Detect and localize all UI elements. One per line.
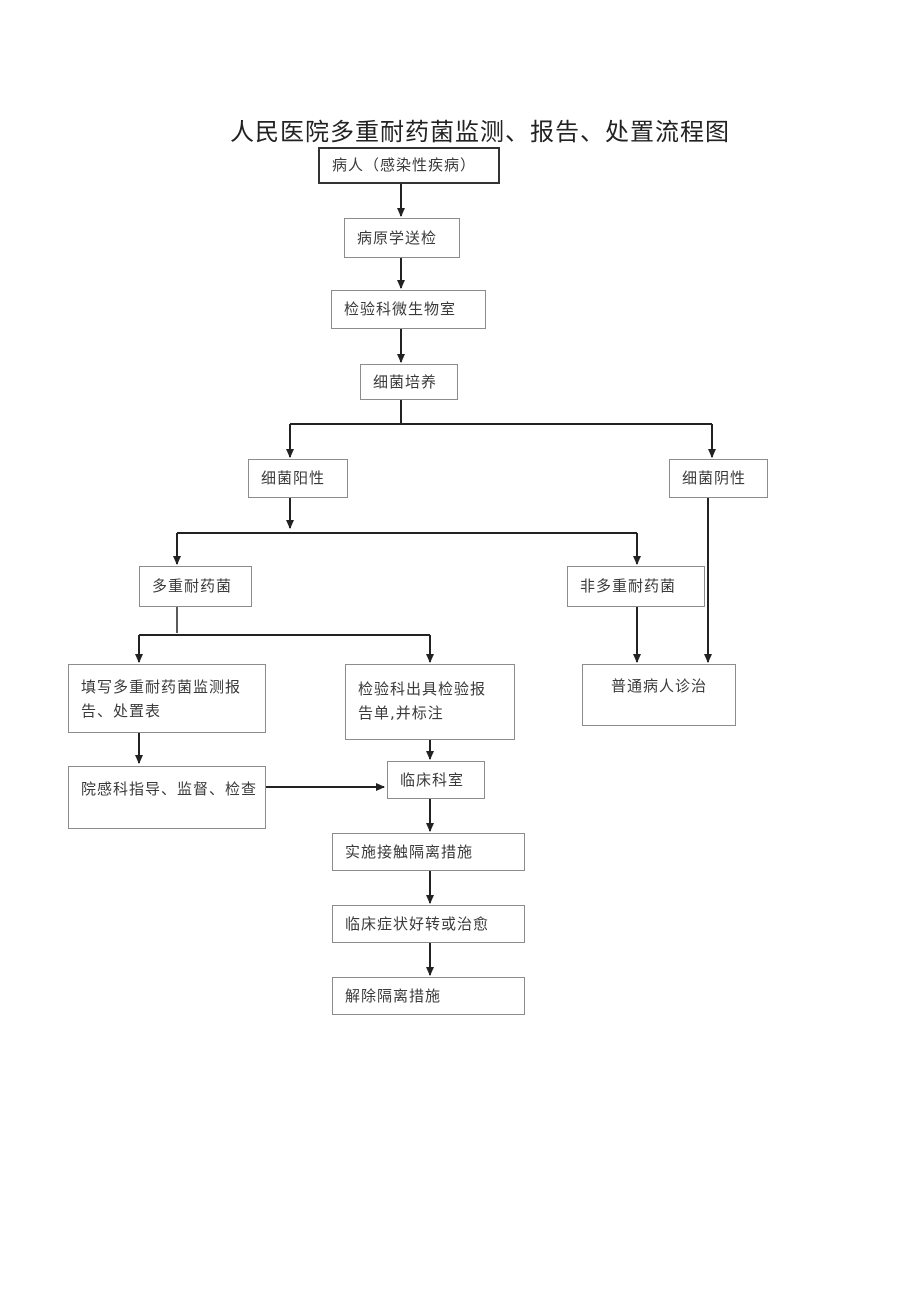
node-positive: 细菌阳性 xyxy=(248,459,348,498)
page-title: 人民医院多重耐药菌监测、报告、处置流程图 xyxy=(230,118,730,146)
node-microlab: 检验科微生物室 xyxy=(331,290,486,329)
node-non-mdro: 非多重耐药菌 xyxy=(567,566,705,607)
node-normal-treatment-label: 普通病人诊治 xyxy=(610,677,707,695)
node-lab-report-line2: 告单,并标注 xyxy=(358,704,444,722)
node-release-label: 解除隔离措施 xyxy=(345,987,442,1005)
node-release: 解除隔离措施 xyxy=(332,977,525,1015)
node-lab-report: 检验科出具检验报 告单,并标注 xyxy=(345,664,515,740)
node-non-mdro-label: 非多重耐药菌 xyxy=(580,577,677,595)
node-improvement: 临床症状好转或治愈 xyxy=(332,905,525,943)
node-report-form: 填写多重耐药菌监测报 告、处置表 xyxy=(68,664,266,733)
node-lab-report-line1: 检验科出具检验报 xyxy=(358,680,487,698)
node-patient: 病人（感染性疾病） xyxy=(318,147,500,184)
node-mdro-label: 多重耐药菌 xyxy=(152,577,233,595)
node-specimen: 病原学送检 xyxy=(344,218,460,258)
node-isolation-label: 实施接触隔离措施 xyxy=(345,843,474,861)
node-patient-label: 病人（感染性疾病） xyxy=(332,156,477,174)
node-specimen-label: 病原学送检 xyxy=(357,229,438,247)
node-culture: 细菌培养 xyxy=(360,364,458,400)
node-culture-label: 细菌培养 xyxy=(373,373,438,391)
node-microlab-label: 检验科微生物室 xyxy=(344,300,457,318)
node-positive-label: 细菌阳性 xyxy=(261,469,326,487)
node-improvement-label: 临床症状好转或治愈 xyxy=(345,915,490,933)
node-normal-treatment: 普通病人诊治 xyxy=(582,664,736,726)
node-negative: 细菌阴性 xyxy=(669,459,768,498)
node-clinical-dept-label: 临床科室 xyxy=(400,771,465,789)
node-mdro: 多重耐药菌 xyxy=(139,566,252,607)
node-infection-control-label: 院感科指导、监督、检查 xyxy=(81,780,258,798)
node-clinical-dept: 临床科室 xyxy=(387,761,485,799)
node-negative-label: 细菌阴性 xyxy=(682,469,747,487)
node-report-form-line2: 告、处置表 xyxy=(81,702,162,720)
node-isolation: 实施接触隔离措施 xyxy=(332,833,525,871)
node-report-form-line1: 填写多重耐药菌监测报 xyxy=(81,678,242,696)
node-infection-control: 院感科指导、监督、检查 xyxy=(68,766,266,829)
